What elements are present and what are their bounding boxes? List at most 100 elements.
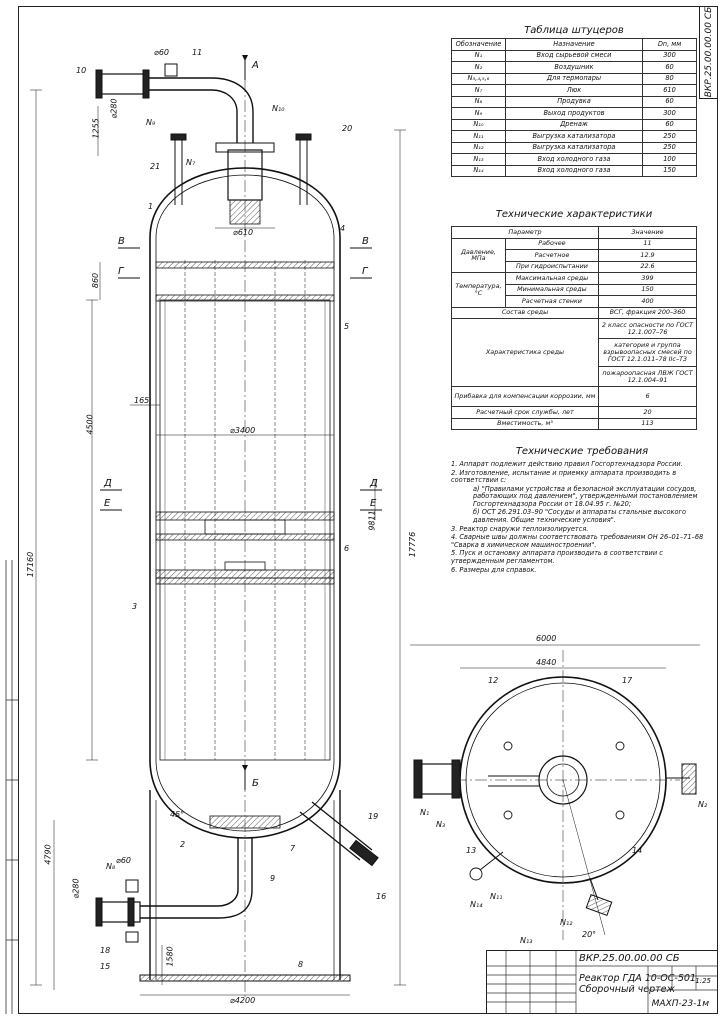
section-label-g-left: Г bbox=[118, 266, 124, 277]
dim-label: 165 bbox=[134, 396, 150, 405]
chars-row-value: 11 bbox=[597, 237, 698, 250]
nozzle-label-n3: N₃ bbox=[436, 820, 446, 829]
chars-row-label: Вместимость, м³ bbox=[451, 417, 599, 430]
dim-label: 9811 bbox=[367, 510, 377, 531]
position-label: 9 bbox=[270, 874, 276, 883]
nozzle-n9-outlet bbox=[95, 838, 253, 943]
nozzle-label-n7: N₇ bbox=[186, 158, 196, 167]
chars-table-title: Технические характеристики bbox=[495, 209, 653, 220]
reactor-shell bbox=[149, 167, 341, 839]
title-block-name-line1: Реактор ГДА 10-ОС-501 bbox=[579, 973, 696, 984]
chars-pressure-label: Давление, МПа bbox=[451, 237, 506, 273]
position-label: 18 bbox=[100, 946, 111, 955]
position-label: 6 bbox=[344, 544, 350, 553]
nozzle-label-n10: N₁₀ bbox=[272, 104, 285, 113]
dim-label: 17160 bbox=[26, 551, 36, 578]
nozzle-label-n11: N₁₁ bbox=[490, 892, 503, 901]
requirement-item: 4. Сварные швы должны соответствовать тр… bbox=[451, 533, 704, 549]
plan-hole-14 bbox=[615, 810, 625, 820]
chars-header-value: Значение bbox=[597, 226, 698, 239]
title-block-name: Реактор ГДА 10-ОС-501 Сборочный чертеж bbox=[579, 973, 696, 996]
plan-n2-nozzle bbox=[666, 763, 697, 795]
title-block-org: МАХП-23-1м bbox=[651, 999, 709, 1009]
nozzle-label-n12: N₁₂ bbox=[560, 918, 573, 927]
dim-label: ⌀3400 bbox=[230, 426, 256, 435]
requirement-item: 2. Изготовление, испытание и приемку апп… bbox=[451, 468, 677, 485]
dim-label: ⌀60 bbox=[116, 856, 131, 865]
chars-row-value: 113 bbox=[597, 417, 698, 430]
section-label-d-left: Д bbox=[104, 478, 112, 489]
requirement-item: 6. Размеры для справок. bbox=[451, 565, 537, 574]
nozzle-dn: 150 bbox=[642, 164, 697, 177]
nozzle-purpose: Дренаж bbox=[504, 118, 644, 131]
requirement-item: 1. Аппарат подлежит действию правил Госг… bbox=[451, 460, 683, 468]
plan-manhole bbox=[538, 755, 588, 805]
nozzle-dn: 60 bbox=[642, 118, 697, 131]
nozzle-table-title: Таблица штуцеров bbox=[524, 25, 624, 36]
support-skirt bbox=[139, 790, 351, 982]
position-label: 5 bbox=[344, 322, 350, 331]
nozzle-label-n2: N₂ bbox=[698, 800, 708, 809]
requirement-item: а) "Правилами устройства и безопасной эк… bbox=[473, 484, 698, 508]
dim-label: 4500 bbox=[85, 414, 95, 435]
position-label: 16 bbox=[376, 892, 387, 901]
dim-label: 17776 bbox=[408, 531, 418, 558]
requirement-item: 3. Реактор снаружи теплоизолируется. bbox=[451, 524, 589, 533]
view-label-a: А bbox=[252, 60, 259, 71]
nozzle-label-n14: N₁₄ bbox=[470, 900, 483, 909]
chars-table: Параметр Значение Давление, МПа Рабочее … bbox=[451, 226, 698, 430]
nozzle-header-purpose: Назначение bbox=[504, 38, 644, 51]
distribution-tray-top bbox=[155, 261, 335, 302]
nozzle-n1-inlet bbox=[95, 63, 254, 143]
chars-row-label: Прибавка для компенсации коррозии, мм bbox=[451, 386, 599, 407]
section-label-v-left: В bbox=[118, 236, 125, 247]
dim-label: 4840 bbox=[536, 658, 557, 667]
nozzle-n13-top bbox=[170, 133, 187, 205]
dimension-lines bbox=[30, 89, 406, 996]
nozzle-purpose: Вход холодного газа bbox=[504, 153, 644, 166]
position-label: 7 bbox=[290, 844, 296, 853]
dim-label: ⌀610 bbox=[233, 228, 254, 237]
sheet-frame bbox=[18, 6, 718, 1014]
view-label-b: Б bbox=[252, 778, 259, 789]
nozzle-n11-unloading bbox=[299, 801, 379, 867]
nozzle-label-n13: N₁₃ bbox=[520, 936, 533, 945]
dim-label: 4790 bbox=[43, 844, 53, 865]
section-label-e-left: Е bbox=[104, 498, 111, 509]
position-label: 13 bbox=[466, 846, 477, 855]
title-block-scale: 1:25 bbox=[695, 977, 711, 985]
reactor-elevation bbox=[30, 55, 406, 1000]
plan-bottom-nozzle bbox=[585, 877, 613, 916]
plan-inlet-flange bbox=[413, 759, 461, 799]
requirements-title: Технические требования bbox=[515, 446, 649, 457]
title-block-grid bbox=[486, 950, 718, 1014]
nozzle-purpose: Выгрузка катализатора bbox=[504, 130, 644, 143]
chars-temp-label: Температура, °С bbox=[451, 272, 506, 308]
position-label: 15 bbox=[100, 962, 111, 971]
section-label-d-right: Д bbox=[370, 478, 378, 489]
nozzle-dn: 100 bbox=[642, 153, 697, 166]
section-markers bbox=[100, 55, 382, 790]
nozzle-label-n1: N₁ bbox=[420, 808, 430, 817]
nozzle-purpose: Выгрузка катализатора bbox=[504, 141, 644, 154]
top-code-box: ВКР.25.00.00.00 СБ bbox=[699, 6, 718, 99]
nozzle-dn: 250 bbox=[642, 141, 697, 154]
chars-row-value: 6 bbox=[597, 386, 698, 407]
position-label: 19 bbox=[368, 812, 379, 821]
quench-tray-1 bbox=[155, 511, 335, 541]
dim-label: 45° bbox=[170, 810, 185, 819]
dim-label: 6000 bbox=[536, 634, 557, 643]
nozzle-purpose: Вход сырьевой смеси bbox=[504, 49, 644, 62]
position-label: 10 bbox=[76, 66, 87, 75]
position-label: 17 bbox=[622, 676, 633, 685]
technical-requirements: Технические требования 1. Аппарат подлеж… bbox=[451, 446, 713, 575]
